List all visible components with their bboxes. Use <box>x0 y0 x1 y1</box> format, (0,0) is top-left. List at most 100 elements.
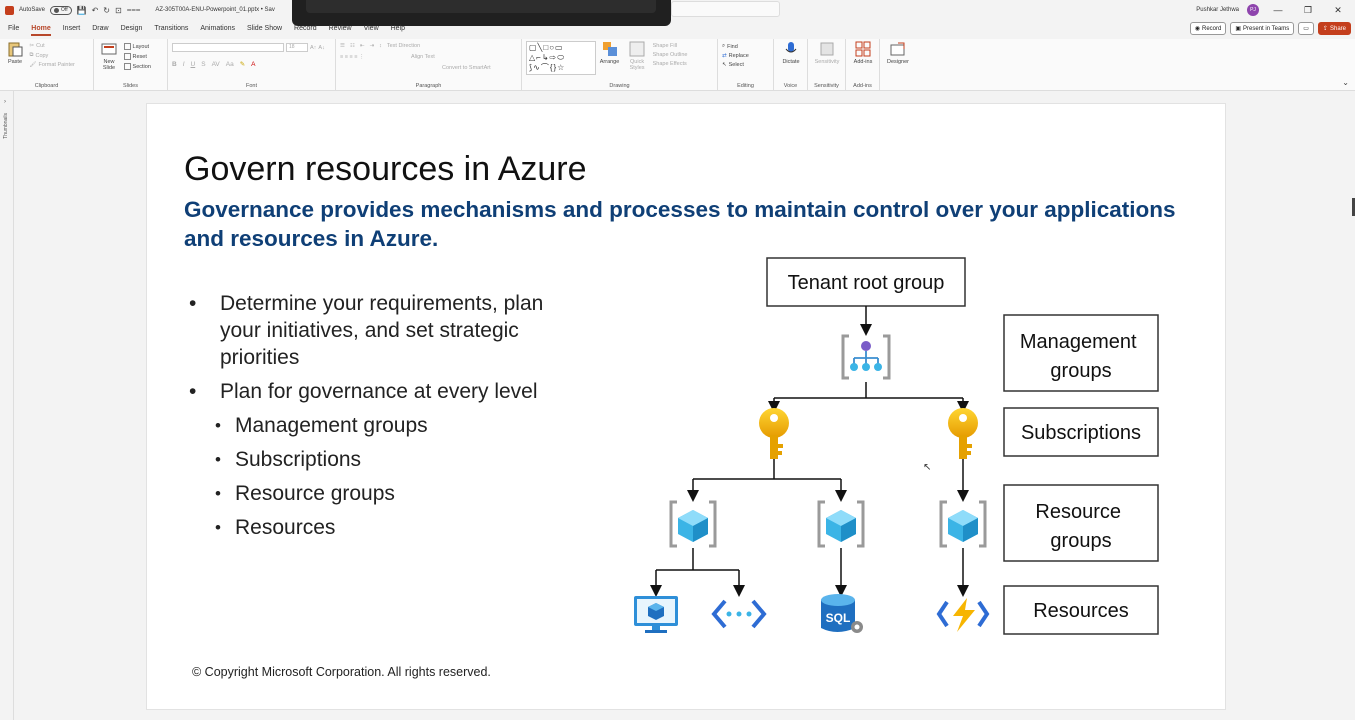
font-name-input[interactable] <box>172 43 284 52</box>
tab-review[interactable]: Review <box>328 25 352 32</box>
share-button[interactable]: ⇪Share <box>1317 22 1351 35</box>
undo-icon[interactable]: ↶ <box>91 5 99 15</box>
cut-button[interactable]: ✂Cut <box>30 43 75 49</box>
present-in-teams-button[interactable]: ▣Present in Teams <box>1230 22 1295 35</box>
customize-toolbar-icon[interactable]: ⩶ <box>126 5 141 14</box>
level-resource-groups: Resource groups <box>1003 484 1159 562</box>
align-text-button[interactable]: Align Text <box>411 54 435 60</box>
redo-icon[interactable]: ↻ <box>103 5 110 15</box>
user-name: Pushkar Jethwa <box>1196 7 1239 13</box>
mouse-pointer-icon: ↖ <box>923 462 932 473</box>
paragraph-group: ☰ ☷ ⇤ ⇥ ↕ Text Direction ≡ ≡ ≡ ≡ ⋮ Align T… <box>336 39 522 91</box>
brush-icon: 🖌 <box>29 62 37 68</box>
tab-home[interactable]: Home <box>31 23 51 36</box>
tab-file[interactable]: File <box>8 25 20 32</box>
tab-design[interactable]: Design <box>120 25 143 32</box>
search-box[interactable] <box>671 1 780 17</box>
vertical-scrollbar[interactable] <box>1352 198 1355 216</box>
tab-view[interactable]: View <box>363 25 379 32</box>
tab-help[interactable]: Help <box>390 25 406 32</box>
slide-canvas[interactable]: Govern resources in Azure Governance pro… <box>146 103 1226 710</box>
addins-button[interactable]: Add-ins <box>850 41 876 65</box>
increase-font-icon[interactable]: A↑ <box>310 44 317 51</box>
thumbnails-pane[interactable]: › Thumbnails <box>0 91 14 720</box>
format-painter-button[interactable]: 🖌Format Painter <box>30 62 75 68</box>
editing-group-label: Editing <box>737 83 754 89</box>
underline-icon[interactable]: U <box>190 60 196 68</box>
paste-button[interactable]: Paste <box>4 41 26 65</box>
tab-transitions[interactable]: Transitions <box>154 25 189 32</box>
tab-insert[interactable]: Insert <box>62 25 81 32</box>
share-label: Share <box>1329 25 1346 32</box>
expand-thumbnails-icon[interactable]: › <box>4 99 6 105</box>
restore-icon[interactable]: ❐ <box>1303 4 1313 15</box>
minimize-icon[interactable]: — <box>1273 5 1283 15</box>
virtual-network-icon <box>711 599 767 629</box>
copy-button[interactable]: ⧉Copy <box>30 52 75 59</box>
tab-slide-show[interactable]: Slide Show <box>247 25 283 32</box>
sensitivity-button[interactable]: Sensitivity <box>812 41 842 65</box>
slide-subtitle[interactable]: Governance provides mechanisms and proce… <box>184 197 1176 251</box>
present-from-start-icon[interactable]: ⊡ <box>114 5 122 15</box>
char-spacing-icon[interactable]: AV <box>211 60 220 68</box>
new-slide-button[interactable]: New Slide <box>98 41 120 71</box>
avatar[interactable]: PJ <box>1247 4 1259 16</box>
autosave-label: AutoSave <box>19 7 46 13</box>
resource-group-icon <box>669 500 717 548</box>
layout-button[interactable]: Layout <box>123 43 151 50</box>
select-button[interactable]: ↖Select <box>722 62 749 68</box>
reset-label: Reset <box>132 53 147 60</box>
layout-label: Layout <box>132 43 150 50</box>
shape-outline-button[interactable]: Shape Outline <box>652 52 688 58</box>
reset-icon <box>123 53 131 60</box>
section-label: Section <box>132 63 151 70</box>
tab-draw[interactable]: Draw <box>92 25 109 32</box>
arrange-button[interactable]: Arrange <box>598 41 622 65</box>
shape-fill-button[interactable]: Shape Fill <box>652 43 678 49</box>
strikethrough-icon[interactable]: S <box>201 60 206 68</box>
align-buttons[interactable]: ≡ ≡ ≡ ≡ ⋮ <box>340 54 365 60</box>
font-size-input[interactable]: 18 <box>286 43 308 52</box>
pointer-icon: ↖ <box>722 62 727 68</box>
subscription-key-icon <box>759 408 789 459</box>
close-icon[interactable]: ✕ <box>1334 4 1342 15</box>
decrease-indent-icon[interactable]: ⇤ <box>359 43 365 49</box>
bullet-list[interactable]: Determine your requirements, plan your i… <box>187 290 577 548</box>
level-label-management-line2: groups <box>1050 360 1111 382</box>
save-icon[interactable]: 💾 <box>76 5 87 15</box>
replace-button[interactable]: ⇄Replace <box>722 53 749 59</box>
bold-icon[interactable]: B <box>172 60 177 68</box>
reset-button[interactable]: Reset <box>123 53 151 60</box>
decrease-font-icon[interactable]: A↓ <box>318 44 325 51</box>
shape-effects-button[interactable]: Shape Effects <box>652 61 687 67</box>
section-button[interactable]: Section <box>123 63 151 70</box>
autosave-toggle[interactable]: Off <box>50 5 72 15</box>
paste-label: Paste <box>7 59 23 65</box>
line-spacing-icon[interactable]: ↕ <box>379 43 382 49</box>
find-button[interactable]: ⌕Find <box>722 43 749 50</box>
tab-animations[interactable]: Animations <box>200 25 236 32</box>
comments-button[interactable]: ▭ <box>1298 22 1314 35</box>
italic-icon[interactable]: I <box>182 60 185 68</box>
select-label: Select <box>728 62 744 68</box>
numbering-icon[interactable]: ☷ <box>349 43 355 49</box>
sub-bullet-item: Resource groups <box>187 480 577 507</box>
highlight-icon[interactable]: ✎ <box>239 61 246 68</box>
comment-icon: ▭ <box>1303 26 1309 32</box>
bullets-icon[interactable]: ☰ <box>340 43 345 49</box>
record-button[interactable]: ◉Record <box>1189 22 1227 35</box>
collapse-ribbon-icon[interactable]: ⌄ <box>1342 78 1349 87</box>
quick-styles-button[interactable]: Quick Styles <box>625 41 649 71</box>
slide-title[interactable]: Govern resources in Azure <box>184 150 587 188</box>
text-direction-button[interactable]: Text Direction <box>386 43 421 49</box>
addins-icon <box>855 41 871 57</box>
tab-record[interactable]: Record <box>294 25 317 32</box>
increase-indent-icon[interactable]: ⇥ <box>369 43 375 49</box>
change-case-icon[interactable]: Aa <box>225 60 234 68</box>
shapes-gallery[interactable]: ▢╲□○▭△⌐↳⇨⬭⟆∿⌒{}☆ <box>526 41 596 75</box>
sensitivity-group: Sensitivity Sensitivity <box>808 39 846 91</box>
designer-button[interactable]: Designer <box>884 41 912 65</box>
dictate-button[interactable]: Dictate <box>778 41 804 65</box>
convert-smartart-button[interactable]: Convert to SmartArt <box>442 65 491 71</box>
font-color-icon[interactable]: A <box>251 60 256 68</box>
